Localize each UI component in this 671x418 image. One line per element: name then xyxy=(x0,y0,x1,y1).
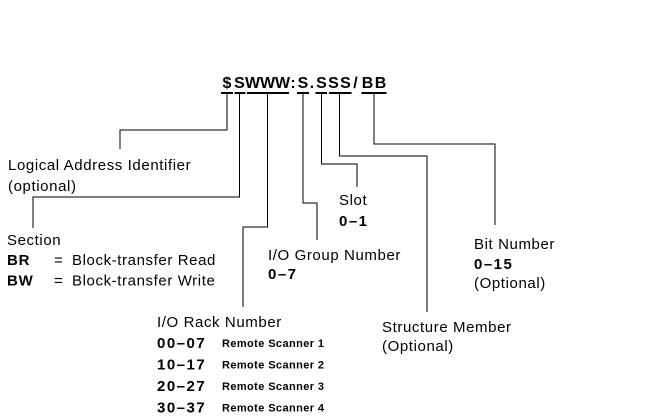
section-desc-br: Block-transfer Read xyxy=(72,252,216,269)
label-logical-address: Logical Address Identifier (optional) xyxy=(8,157,191,195)
label-structure-member: Structure Member (Optional) xyxy=(382,319,512,355)
callout-line-io-group xyxy=(302,93,318,240)
section-key-br: BR xyxy=(7,252,30,269)
io-group-range: 0–7 xyxy=(268,266,298,283)
callout-line-bit-number xyxy=(373,93,496,225)
callout-line-structure-member xyxy=(338,93,428,312)
callout-line-io-rack xyxy=(242,93,269,307)
io-rack-desc-1: Remote Scanner 1 xyxy=(222,338,324,350)
io-rack-desc-2: Remote Scanner 2 xyxy=(222,360,324,372)
section-desc-bw: Block-transfer Write xyxy=(72,273,215,290)
section-key-bw: BW xyxy=(7,273,34,290)
io-rack-title: I/O Rack Number xyxy=(157,314,282,331)
io-group-title: I/O Group Number xyxy=(268,247,401,264)
callout-line-section xyxy=(32,93,241,228)
callout-lines xyxy=(32,93,496,312)
structure-member-title: Structure Member xyxy=(382,319,512,336)
bit-number-title: Bit Number xyxy=(474,236,555,253)
io-rack-range-2: 10–17 xyxy=(157,357,206,374)
logical-address-note: (optional) xyxy=(8,178,77,195)
io-rack-range-1: 00–07 xyxy=(157,335,206,352)
bit-number-range: 0–15 xyxy=(474,256,513,273)
section-title: Section xyxy=(7,232,61,249)
section-eq-br: = xyxy=(54,252,63,269)
label-io-group: I/O Group Number 0–7 xyxy=(268,247,401,283)
label-bit-number: Bit Number 0–15 (Optional) xyxy=(474,236,555,292)
label-io-rack: I/O Rack Number 00–07 Remote Scanner 1 1… xyxy=(157,314,325,417)
bit-number-note: (Optional) xyxy=(474,275,546,292)
slot-title: Slot xyxy=(339,192,367,209)
structure-member-note: (Optional) xyxy=(382,338,454,355)
callout-line-slot xyxy=(320,93,358,187)
address-format-text: $SWWW:S.SSS/BB xyxy=(223,75,387,92)
callout-line-logical-address xyxy=(119,93,228,149)
io-rack-range-3: 20–27 xyxy=(157,378,206,395)
slot-range: 0–1 xyxy=(339,213,369,230)
logical-address-title: Logical Address Identifier xyxy=(8,157,191,174)
io-rack-range-4: 30–37 xyxy=(157,400,206,417)
label-section: Section BR = Block-transfer Read BW = Bl… xyxy=(7,232,216,290)
label-slot: Slot 0–1 xyxy=(339,192,369,230)
io-rack-desc-3: Remote Scanner 3 xyxy=(222,381,324,393)
io-rack-desc-4: Remote Scanner 4 xyxy=(222,403,325,415)
section-eq-bw: = xyxy=(54,273,63,290)
